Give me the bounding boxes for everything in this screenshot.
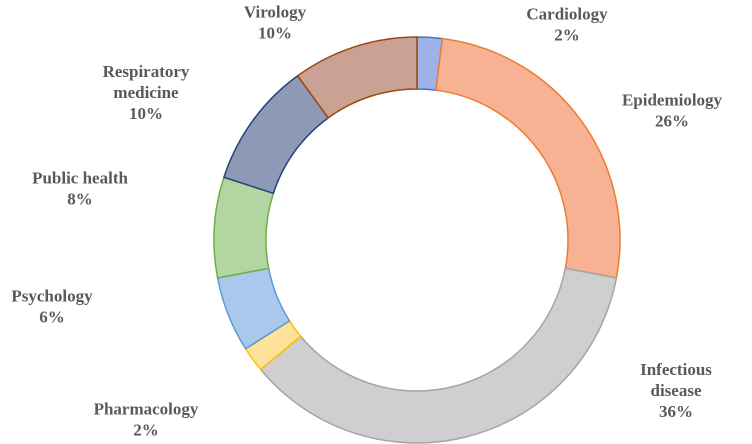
slice-category: Infectious xyxy=(640,360,712,379)
slice-percent: 26% xyxy=(655,112,689,131)
label-public-health: Public health 8% xyxy=(32,169,128,209)
slice-category: Virology xyxy=(244,3,307,22)
slice-percent: 6% xyxy=(39,308,65,327)
slice-category: Pharmacology xyxy=(94,400,199,419)
slice-labels: Cardiology 2% Epidemiology 26% Infectious dis… xyxy=(11,3,722,440)
slice-virology xyxy=(296,36,418,119)
slice-percent: 2% xyxy=(554,26,580,45)
slice-percent: 8% xyxy=(67,190,93,209)
slice-percent: 10% xyxy=(258,24,292,43)
label-psychology: Psychology 6% xyxy=(11,287,93,327)
slice-category: Epidemiology xyxy=(622,91,723,110)
slice-category: Psychology xyxy=(11,287,93,306)
label-infectious-disease: Infectious disease 36% xyxy=(640,360,712,421)
slice-percent: 10% xyxy=(129,104,163,123)
slice-public-health xyxy=(213,176,275,279)
slice-category: disease xyxy=(651,381,702,400)
slice-category: medicine xyxy=(113,83,179,102)
slice-category: Public health xyxy=(32,169,128,188)
slice-category: Cardiology xyxy=(526,5,608,24)
slice-category: Respiratory xyxy=(103,62,190,81)
slice-epidemiology xyxy=(435,37,621,279)
label-pharmacology: Pharmacology 2% xyxy=(94,400,199,440)
slice-percent: 2% xyxy=(133,421,159,440)
label-cardiology: Cardiology 2% xyxy=(526,5,608,45)
label-respiratory-medicine: Respiratory medicine 10% xyxy=(103,62,190,123)
slice-percent: 36% xyxy=(659,402,693,421)
donut-slices xyxy=(213,36,621,444)
slice-infectious-disease xyxy=(259,267,618,444)
label-epidemiology: Epidemiology 26% xyxy=(622,91,723,131)
label-virology: Virology 10% xyxy=(244,3,307,43)
